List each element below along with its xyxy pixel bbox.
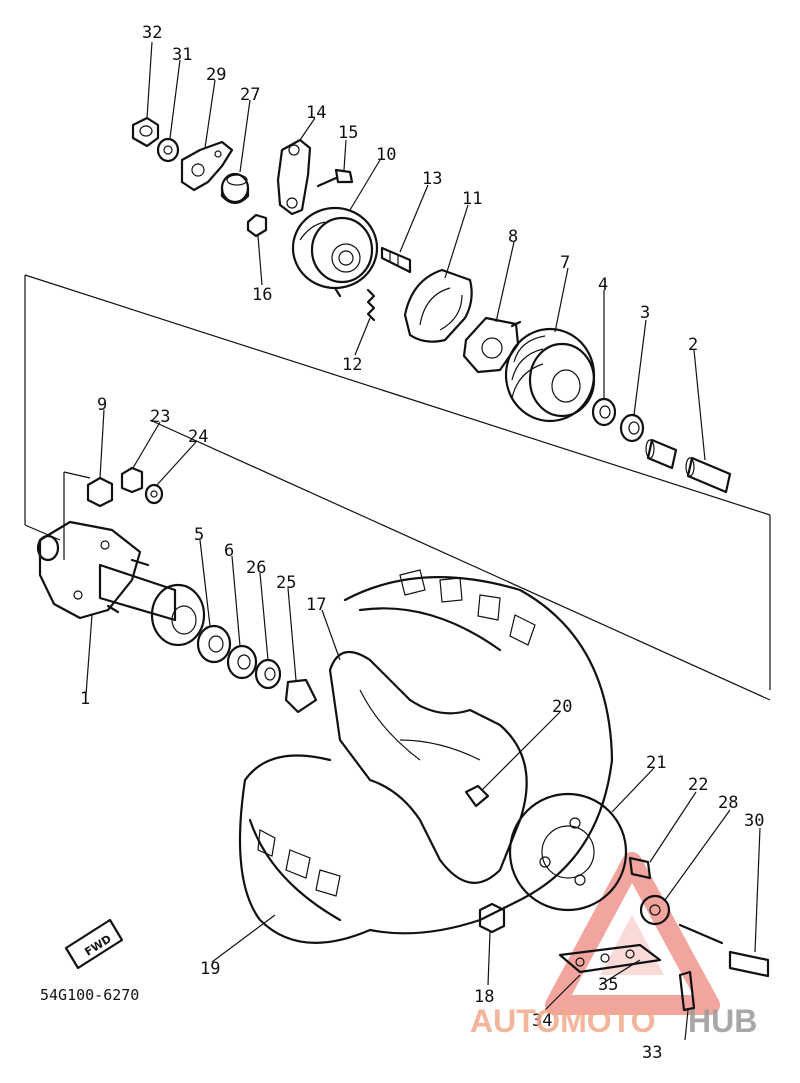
part-28-tensioner — [639, 894, 671, 926]
part-10-brake-cover — [291, 206, 379, 298]
callout-6: 6 — [224, 541, 234, 561]
part-32-nut — [131, 116, 160, 148]
part-16-nut — [246, 213, 268, 238]
callout-7: 7 — [560, 253, 570, 273]
part-3-seal — [619, 413, 645, 443]
part-19-tire — [238, 569, 614, 944]
part-1-hub — [36, 520, 206, 647]
callout-3: 3 — [640, 303, 650, 323]
callout-25: 25 — [276, 573, 296, 593]
callout-22: 22 — [688, 775, 708, 795]
part-29-plate — [180, 140, 234, 192]
part-14-brake-arm — [276, 138, 312, 216]
part-30-bolt — [728, 950, 770, 978]
callout-33: 33 — [642, 1043, 662, 1063]
callout-16: 16 — [252, 285, 272, 305]
callout-27: 27 — [240, 85, 260, 105]
callout-28: 28 — [718, 793, 738, 813]
part-8-plate — [462, 316, 522, 374]
fwd-arrow-icon: FWD — [64, 918, 124, 970]
part-21-sprocket — [508, 792, 628, 912]
part-23-nut — [120, 466, 144, 494]
callout-9: 9 — [97, 395, 107, 415]
callout-31: 31 — [172, 45, 192, 65]
callout-24: 24 — [188, 427, 208, 447]
part-17-wheel — [328, 650, 528, 884]
part-24-washer — [144, 483, 164, 505]
callout-5: 5 — [194, 525, 204, 545]
part-22-bolt — [628, 856, 652, 880]
part-13-cam-shaft — [380, 246, 412, 274]
part-11-brake-shoes — [403, 268, 473, 343]
watermark-primary: AUTOMOTO — [470, 1003, 655, 1039]
part-31-washer — [156, 137, 180, 163]
callout-26: 26 — [246, 558, 266, 578]
part-34-35-chain — [558, 943, 662, 974]
leader-lines — [85, 41, 761, 1041]
part-26-ring — [254, 658, 282, 690]
callout-numbers: 32 31 29 27 14 15 10 16 13 11 12 8 7 4 3… — [80, 23, 764, 1063]
part-20-valve — [464, 784, 490, 808]
callout-12: 12 — [342, 355, 362, 375]
part-27-collar — [220, 172, 250, 205]
callout-19: 19 — [200, 959, 220, 979]
callout-32: 32 — [142, 23, 162, 43]
part-25-collar — [284, 678, 318, 714]
callout-34: 34 — [532, 1011, 552, 1031]
watermark-secondary: HUB — [688, 1003, 757, 1039]
callout-14: 14 — [306, 103, 326, 123]
watermark-text: AUTOMOTO HUB — [470, 1003, 757, 1039]
callout-18: 18 — [474, 987, 494, 1007]
callout-4: 4 — [598, 275, 608, 295]
part-7-brake-drum — [504, 327, 596, 423]
axle-reference-lines — [24, 274, 771, 701]
callout-35: 35 — [598, 975, 618, 995]
tire-tread — [257, 569, 536, 897]
callout-29: 29 — [206, 65, 226, 85]
callout-13: 13 — [422, 169, 442, 189]
callout-2: 2 — [688, 335, 698, 355]
part-code: 54G100-6270 — [40, 986, 139, 1004]
callout-21: 21 — [646, 753, 666, 773]
watermark-logo — [545, 852, 720, 1015]
callout-17: 17 — [306, 595, 326, 615]
callout-11: 11 — [462, 189, 482, 209]
part-33-clip — [678, 970, 696, 1012]
callout-8: 8 — [508, 227, 518, 247]
callout-20: 20 — [552, 697, 572, 717]
callout-15: 15 — [338, 123, 358, 143]
callout-30: 30 — [744, 811, 764, 831]
part-18-nut — [478, 902, 506, 934]
callout-10: 10 — [376, 145, 396, 165]
part-6-seal — [226, 644, 258, 680]
part-4-ring — [591, 397, 617, 427]
callout-23: 23 — [150, 407, 170, 427]
part-2-collars — [645, 438, 732, 494]
callout-1: 1 — [80, 689, 90, 709]
part-5-bearing — [196, 624, 232, 664]
part-12-spring — [366, 288, 376, 322]
part-15-bolt — [316, 168, 354, 188]
part-9-nut — [86, 476, 114, 508]
